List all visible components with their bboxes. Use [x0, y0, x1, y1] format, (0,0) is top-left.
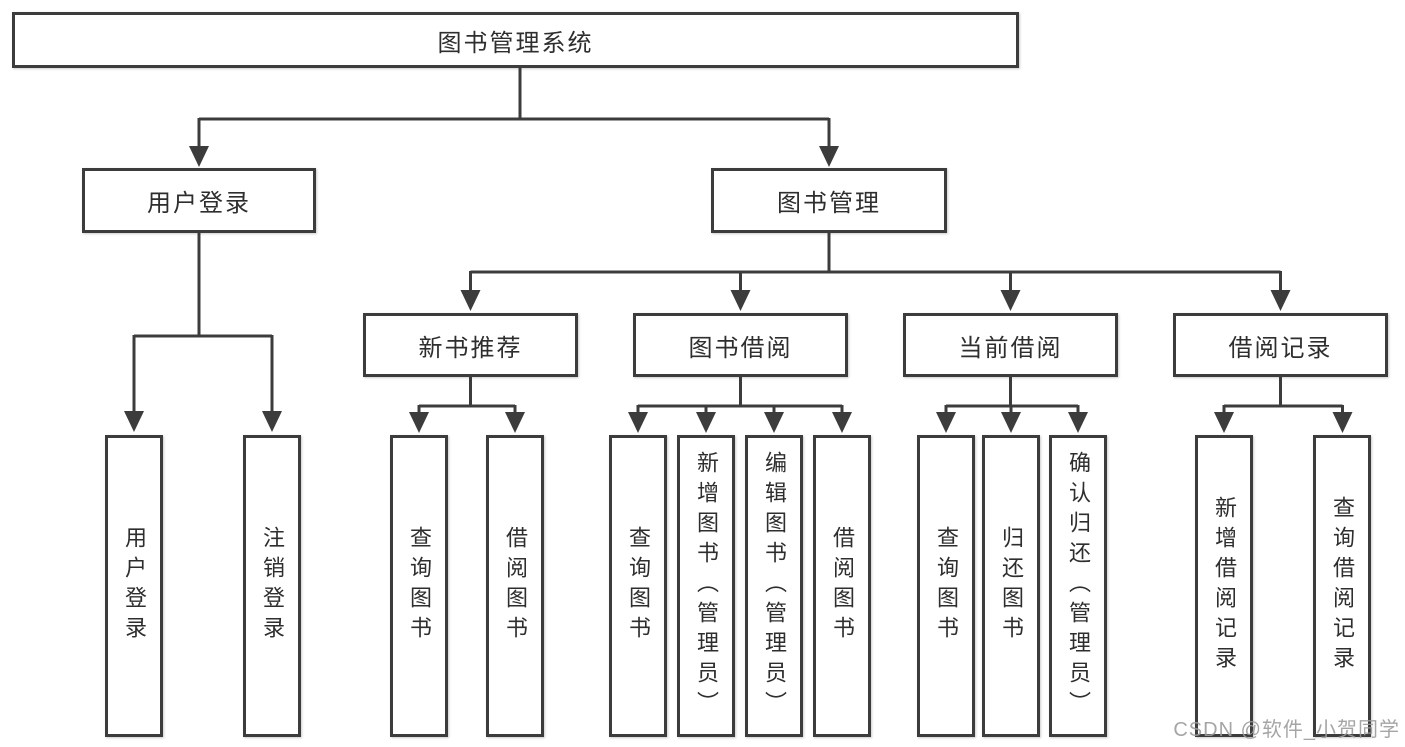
leaf-borrow-books-recommend: 借阅图书 — [486, 435, 544, 737]
leaf-add-book-admin-label: 新增图书（管理员） — [694, 451, 719, 721]
leaf-query-books-recommend-label: 查询图书 — [407, 526, 432, 646]
leaf-query-borrow-record: 查询借阅记录 — [1313, 435, 1371, 737]
leaf-edit-book-admin-label: 编辑图书（管理员） — [762, 451, 787, 721]
arrowhead-icon — [1068, 412, 1088, 433]
leaf-logout-label: 注销登录 — [260, 526, 285, 646]
node-new-book-recommend-label: 新书推荐 — [418, 334, 523, 362]
node-library-system-label: 图书管理系统 — [437, 29, 594, 57]
leaf-logout: 注销登录 — [243, 435, 301, 737]
arrowhead-icon — [1001, 412, 1021, 433]
arrowhead-icon — [819, 146, 839, 167]
node-borrowing-records: 借阅记录 — [1173, 313, 1388, 377]
leaf-add-borrow-record: 新增借阅记录 — [1195, 435, 1253, 737]
arrowhead-icon — [832, 412, 852, 433]
arrowhead-icon — [628, 412, 648, 433]
node-borrowing-records-label: 借阅记录 — [1228, 334, 1333, 362]
node-user-login: 用户登录 — [82, 168, 316, 233]
node-book-borrowing: 图书借阅 — [633, 313, 848, 377]
arrowhead-icon — [460, 290, 481, 311]
arrowhead-icon — [1214, 412, 1234, 433]
connector-new-book-children — [409, 377, 525, 433]
arrowhead-icon — [936, 412, 956, 433]
arrowhead-icon — [189, 146, 209, 167]
arrowhead-icon — [124, 411, 144, 432]
node-current-borrowing: 当前借阅 — [903, 313, 1118, 377]
arrowhead-icon — [696, 412, 716, 433]
leaf-borrow-books: 借阅图书 — [813, 435, 871, 737]
leaf-user-login-label: 用户登录 — [122, 526, 147, 646]
arrowhead-icon — [505, 412, 525, 433]
connector-current-children — [936, 377, 1088, 433]
leaf-query-books-current: 查询图书 — [917, 435, 975, 737]
connector-borrowing-children — [628, 377, 852, 433]
node-library-system: 图书管理系统 — [12, 12, 1019, 68]
arrowhead-icon — [1332, 412, 1353, 433]
arrowhead-icon — [1270, 290, 1291, 311]
node-current-borrowing-label: 当前借阅 — [958, 334, 1063, 362]
leaf-user-login: 用户登录 — [105, 435, 163, 737]
leaf-borrow-books-label: 借阅图书 — [830, 526, 855, 646]
arrowhead-icon — [764, 412, 784, 433]
arrowhead-icon — [262, 411, 282, 432]
arrowhead-icon — [730, 290, 751, 311]
connector-book-management-children — [460, 233, 1291, 311]
leaf-add-book-admin: 新增图书（管理员） — [677, 435, 735, 737]
connector-user-login-children — [124, 233, 282, 432]
arrowhead-icon — [409, 412, 429, 433]
csdn-watermark: CSDN @软件_小贺同学 — [1173, 719, 1400, 741]
leaf-return-books-label: 归还图书 — [999, 526, 1024, 646]
leaf-confirm-return-admin: 确认归还（管理员） — [1049, 435, 1107, 737]
node-book-management: 图书管理 — [711, 168, 947, 233]
leaf-query-books-recommend: 查询图书 — [390, 435, 448, 737]
connector-records-children — [1214, 377, 1353, 433]
leaf-edit-book-admin: 编辑图书（管理员） — [745, 435, 803, 737]
leaf-query-books-current-label: 查询图书 — [934, 526, 959, 646]
leaf-query-borrow-record-label: 查询借阅记录 — [1330, 496, 1355, 676]
node-new-book-recommend: 新书推荐 — [363, 313, 578, 377]
leaf-add-borrow-record-label: 新增借阅记录 — [1212, 496, 1237, 676]
leaf-return-books: 归还图书 — [982, 435, 1040, 737]
node-book-management-label: 图书管理 — [777, 190, 881, 217]
leaf-borrow-books-recommend-label: 借阅图书 — [503, 526, 528, 646]
connector-root-to-level2 — [189, 68, 839, 167]
node-user-login-label: 用户登录 — [147, 190, 251, 217]
leaf-query-books-borrow: 查询图书 — [609, 435, 667, 737]
leaf-query-books-borrow-label: 查询图书 — [626, 526, 651, 646]
node-book-borrowing-label: 图书借阅 — [688, 334, 793, 362]
leaf-confirm-return-admin-label: 确认归还（管理员） — [1066, 451, 1091, 721]
arrowhead-icon — [1000, 290, 1021, 311]
